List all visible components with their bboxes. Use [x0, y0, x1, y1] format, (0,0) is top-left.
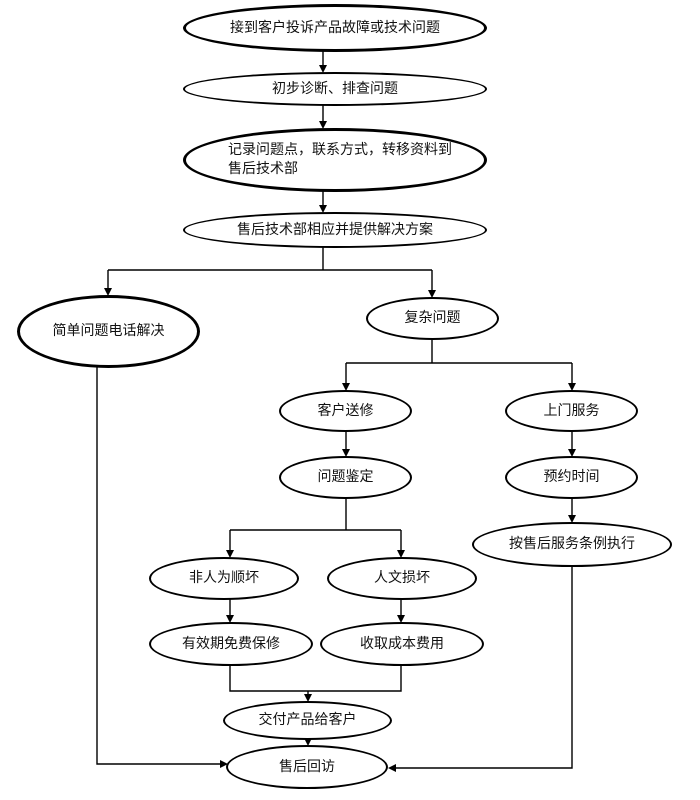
node-provide-solution: 售后技术部相应并提供解决方案 [183, 212, 487, 248]
node-receive-complaint: 接到客户投诉产品故障或技术问题 [183, 4, 487, 52]
node-complex-issue: 复杂问题 [366, 297, 499, 340]
edge-appraisal-split [230, 497, 401, 531]
node-issue-appraisal: 问题鉴定 [279, 456, 412, 499]
node-non-human-damage: 非人为顺坏 [149, 557, 299, 600]
node-appointment: 预约时间 [505, 456, 638, 499]
edge-simple-revisit [96, 366, 228, 768]
edge-merge-deliver [229, 664, 402, 700]
node-customer-send-repair: 客户送修 [279, 390, 412, 432]
node-onsite-service: 上门服务 [505, 390, 638, 432]
node-initial-diagnosis: 初步诊断、排查问题 [183, 72, 487, 106]
node-simple-phone-solution: 简单问题电话解决 [17, 295, 200, 368]
edge-complex-split [346, 338, 572, 364]
edge-solution-split [108, 246, 432, 271]
node-service-terms: 按售后服务条例执行 [472, 522, 672, 567]
node-after-sales-revisit: 售后回访 [226, 745, 388, 789]
node-charge-cost: 收取成本费用 [320, 622, 484, 666]
edge-terms-revisit [388, 565, 573, 772]
node-record-issue: 记录问题点，联系方式，转移资料到售后技术部 [183, 128, 487, 192]
node-human-damage: 人文损坏 [327, 557, 477, 600]
node-deliver-product: 交付产品给客户 [223, 701, 392, 740]
node-free-warranty: 有效期免费保修 [149, 622, 313, 666]
